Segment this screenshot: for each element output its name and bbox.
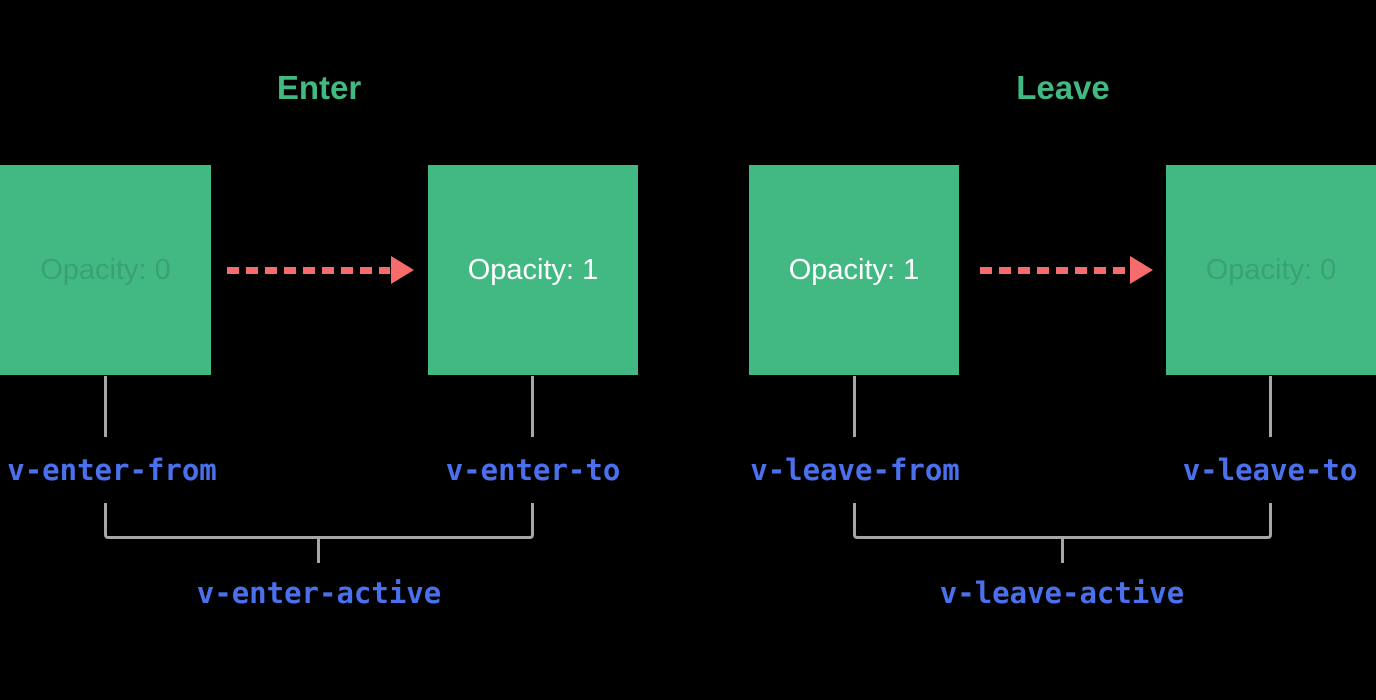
enter-from-class-label: v-enter-from bbox=[7, 453, 217, 487]
leave-from-class-label: v-leave-from bbox=[750, 453, 960, 487]
enter-from-opacity-value: Opacity: 0 bbox=[40, 253, 171, 286]
enter-active-bracket bbox=[104, 503, 534, 539]
enter-active-bracket-stem bbox=[317, 539, 320, 563]
enter-to-state-box: Opacity: 1 bbox=[428, 165, 638, 375]
enter-to-opacity-value: Opacity: 1 bbox=[467, 253, 599, 286]
leave-to-opacity-value: Opacity: 0 bbox=[1205, 253, 1337, 286]
leave-to-class-label: v-leave-to bbox=[1182, 453, 1358, 487]
dashed-arrow-right-icon bbox=[980, 267, 1129, 274]
enter-to-class-label: v-enter-to bbox=[445, 453, 621, 487]
leave-active-bracket bbox=[853, 503, 1272, 539]
leave-from-state-box: Opacity: 1 bbox=[749, 165, 959, 375]
leave-from-opacity-value: Opacity: 1 bbox=[788, 253, 920, 286]
leave-to-connector-line bbox=[1269, 376, 1272, 437]
dashed-arrow-right-icon bbox=[227, 267, 390, 274]
leave-active-bracket-stem bbox=[1061, 539, 1064, 563]
arrow-head-icon bbox=[1130, 256, 1153, 284]
enter-from-connector-line bbox=[104, 376, 107, 437]
enter-active-class-label: v-enter-active bbox=[196, 576, 442, 610]
leave-from-connector-line bbox=[853, 376, 856, 437]
enter-to-connector-line bbox=[531, 376, 534, 437]
leave-to-state-box: Opacity: 0 bbox=[1166, 165, 1376, 375]
leave-active-class-label: v-leave-active bbox=[939, 576, 1185, 610]
enter-from-state-box: Opacity: 0 bbox=[0, 165, 211, 375]
arrow-head-icon bbox=[391, 256, 414, 284]
leave-section-heading: Leave bbox=[1016, 69, 1110, 106]
enter-section-heading: Enter bbox=[276, 69, 362, 106]
